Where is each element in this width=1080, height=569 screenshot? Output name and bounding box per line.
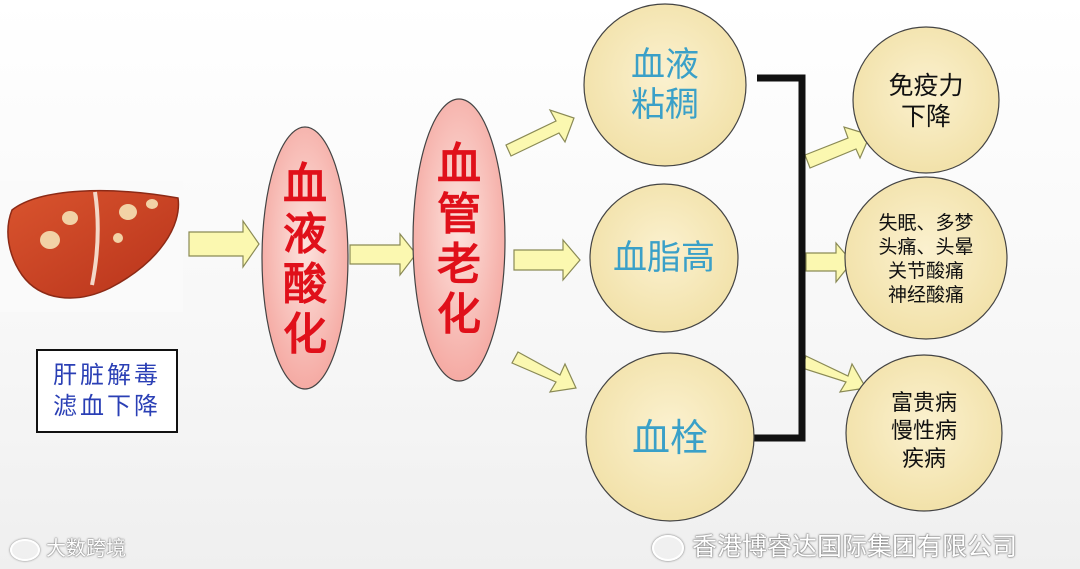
oval-blood-acidification [261,126,349,390]
viscous-line-2: 粘稠 [631,85,699,125]
arrow-to-chronic [801,355,867,393]
watermark-left-text: 大数跨境 [46,536,126,560]
text-insomnia-headache: 失眠、多梦 头痛、头晕 关节酸痛 神经酸痛 [856,211,996,307]
watermark-left: 大数跨境 [10,532,126,561]
arrow-liver-to-acid [188,219,260,269]
camera-logo-icon [10,538,40,561]
watermark-right-text: 香港博睿达国际集团有限公司 [692,532,1018,561]
insomnia-line-4: 神经酸痛 [887,284,964,306]
oval1-char-3: 酸 [283,259,327,310]
wechat-icon [652,535,684,561]
circle-blood-viscous [583,3,747,167]
circle-high-lipid [589,183,739,333]
thrombus-line-1: 血栓 [631,416,708,460]
note-line-2: 滤血下降 [53,392,161,420]
note-line-1: 肝脏解毒 [53,361,161,389]
oval1-char-2: 液 [283,209,327,260]
oval2-char-4: 化 [437,289,481,340]
oval-vessel-aging [412,98,506,382]
viscous-line-1: 血液 [631,45,699,85]
liver-illustration [0,181,183,312]
circle-immunity-decline [852,26,1000,174]
arrow-aging-to-thrombus [511,351,577,393]
text-immunity-decline: 免疫力 下降 [866,70,986,132]
insomnia-line-3: 关节酸痛 [887,260,964,282]
circle-chronic-disease [845,354,1003,512]
oval-text-blood-acidification: 血 液 酸 化 [283,160,327,360]
arrow-to-insomnia [805,241,853,284]
circle-thrombus [585,352,755,522]
oval2-char-2: 管 [437,189,481,240]
chronic-line-1: 富贵病 [890,391,957,416]
arrow-acid-to-aging [349,232,417,277]
liver-detox-note: 肝脏解毒 滤血下降 [36,349,178,433]
immunity-line-1: 免疫力 [888,71,964,100]
oval1-char-1: 血 [283,159,327,210]
text-chronic-disease: 富贵病 慢性病 疾病 [864,390,984,474]
text-thrombus: 血栓 [610,418,730,458]
text-blood-viscous: 血液 粘稠 [605,45,725,125]
oval-text-vessel-aging: 血 管 老 化 [437,140,481,340]
lipid-line-1: 血脂高 [613,238,715,278]
arrow-aging-to-lipid [513,238,581,282]
oval2-char-3: 老 [437,239,481,290]
oval2-char-1: 血 [437,139,481,190]
insomnia-line-1: 失眠、多梦 [878,212,974,234]
arrow-aging-to-viscous [505,108,575,157]
text-high-lipid: 血脂高 [594,238,734,278]
circle-insomnia-headache [844,176,1008,340]
bracket-connector [750,74,806,442]
oval1-char-4: 化 [283,309,327,360]
immunity-line-2: 下降 [900,102,951,131]
insomnia-line-2: 头痛、头晕 [878,236,974,258]
watermark-right: 香港博睿达国际集团有限公司 [652,527,1017,563]
arrow-to-immunity [804,126,871,169]
chronic-line-3: 疾病 [901,447,946,472]
chronic-line-2: 慢性病 [890,419,957,444]
